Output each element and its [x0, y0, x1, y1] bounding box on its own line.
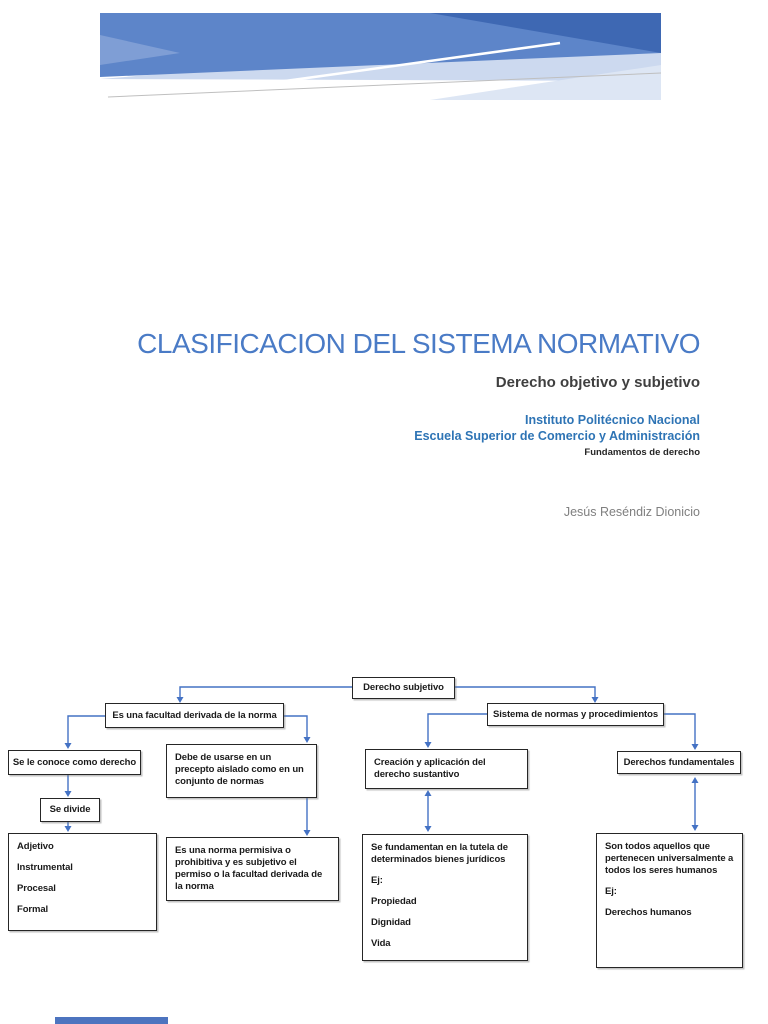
node-derecho-subjetivo: Derecho subjetivo — [352, 677, 455, 699]
page-title: CLASIFICACION DEL SISTEMA NORMATIVO — [137, 328, 700, 359]
node-es-una-norma: Es una norma permisiva o prohibitiva y e… — [166, 837, 339, 901]
node-tipos-derecho: Adjetivo Instrumental Procesal Formal — [8, 833, 157, 931]
page-subtitle: Derecho objetivo y subjetivo — [495, 374, 700, 391]
node-creacion-aplicacion: Creación y aplicación del derecho sustan… — [365, 749, 528, 789]
node-se-divide: Se divide — [40, 798, 100, 822]
se-fundamentan-item: Dignidad — [371, 917, 411, 928]
tipo-item: Instrumental — [17, 862, 73, 873]
course-name: Fundamentos de derecho — [584, 447, 700, 458]
node-se-le-conoce: Se le conoce como derecho — [8, 750, 141, 775]
node-sistema-normas: Sistema de normas y procedimientos — [487, 703, 664, 726]
tipo-item: Procesal — [17, 883, 56, 894]
se-fundamentan-item: Propiedad — [371, 896, 417, 907]
son-todos-text: Son todos aquellos que pertenecen univer… — [605, 841, 734, 876]
institution-name: Instituto Politécnico Nacional — [524, 413, 700, 427]
header-banner-graphic — [100, 13, 661, 100]
node-debe-de-usarse: Debe de usarse en un precepto aislado co… — [166, 744, 317, 798]
node-se-fundamentan: Se fundamentan en la tutela de determina… — [362, 834, 528, 961]
next-page-banner-edge — [55, 1017, 168, 1024]
son-todos-item: Derechos humanos — [605, 907, 692, 918]
se-fundamentan-ej: Ej: — [371, 875, 383, 886]
se-fundamentan-item: Vida — [371, 938, 391, 949]
node-es-una-facultad: Es una facultad derivada de la norma — [105, 703, 284, 728]
author-name: Jesús Reséndiz Dionicio — [563, 505, 700, 519]
node-son-todos: Son todos aquellos que pertenecen univer… — [596, 833, 743, 968]
son-todos-ej: Ej: — [605, 886, 617, 897]
tipo-item: Formal — [17, 904, 49, 915]
tipo-item: Adjetivo — [17, 841, 54, 852]
se-fundamentan-text: Se fundamentan en la tutela de determina… — [371, 842, 508, 865]
node-derechos-fundamentales: Derechos fundamentales — [617, 751, 741, 774]
school-name: Escuela Superior de Comercio y Administr… — [414, 429, 700, 443]
